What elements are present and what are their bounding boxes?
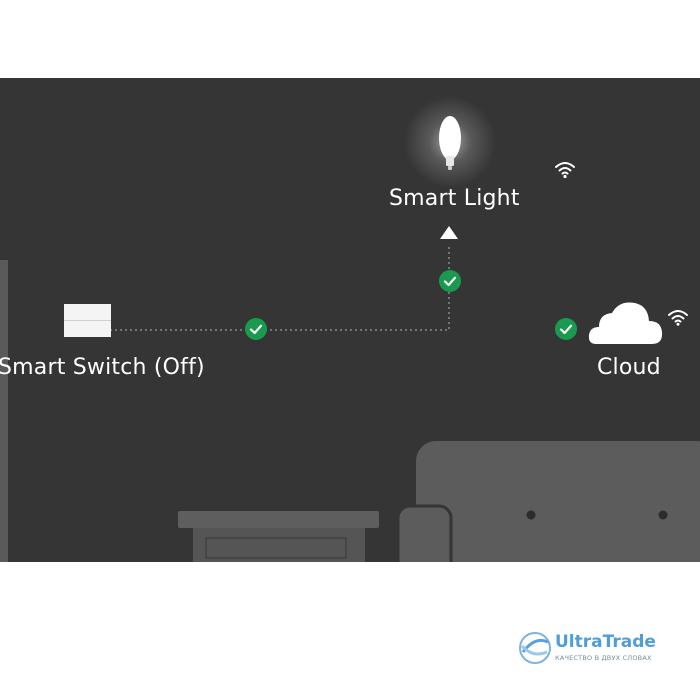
arrow-up-icon (440, 226, 458, 239)
cloud-icon (588, 302, 663, 344)
smart-light-label: Smart Light (389, 186, 520, 211)
watermark-name: UltraTrade (555, 632, 656, 652)
smart-switch-label: Smart Switch (Off) (0, 355, 205, 380)
globe-logo-icon (519, 632, 551, 664)
check-icon (245, 318, 267, 340)
door-frame (0, 260, 8, 562)
cloud-label: Cloud (597, 355, 661, 380)
wifi-icon (668, 310, 688, 326)
check-icon (439, 270, 461, 292)
switch-icon (64, 304, 111, 337)
check-icon (555, 318, 577, 340)
wifi-icon (555, 162, 575, 179)
diagram-canvas (0, 96, 700, 562)
watermark-tagline: КАЧЕСТВО В ДВУХ СЛОВАХ (555, 654, 652, 662)
smart-home-diagram: Smart Light Smart Switch (Off) Cloud (0, 78, 700, 562)
sofa (396, 441, 700, 562)
table (178, 511, 379, 562)
bulb-icon (439, 116, 461, 170)
switch-to-light-connector (110, 244, 450, 331)
